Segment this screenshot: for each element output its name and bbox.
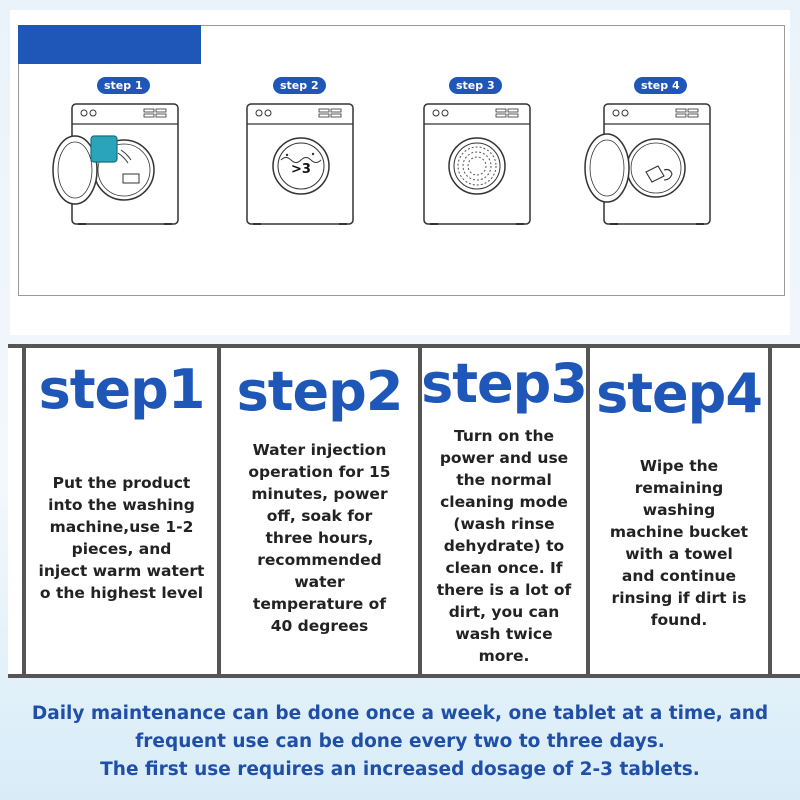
- washing-machine-open-door-tablet-icon: [48, 98, 188, 228]
- table-divider: [217, 344, 221, 678]
- step-1-line: machine,use 1-2: [49, 518, 194, 536]
- step-1-title: step1: [38, 358, 206, 421]
- step-3-line: dirt, you can: [448, 603, 560, 621]
- step-3-line: wash twice: [455, 625, 553, 643]
- step-4-pill: step 4: [634, 77, 687, 94]
- step-1-line: into the washing: [48, 496, 195, 514]
- maintenance-note: Daily maintenance can be done once a wee…: [0, 700, 800, 784]
- step-2-line: recommended: [257, 551, 382, 569]
- step-4-line: rinsing if dirt is: [611, 589, 747, 607]
- maintenance-note-line: frequent use can be done every two to th…: [135, 731, 665, 752]
- step-3-line: power and use: [439, 449, 569, 467]
- step-3-line: there is a lot of: [436, 581, 572, 599]
- washing-machine-spin-icon: [410, 98, 550, 228]
- step-2-line: off, soak for: [266, 507, 373, 525]
- soak-hours-label: >3: [291, 162, 311, 177]
- step-4-line: Wipe the: [639, 457, 719, 475]
- step-1-line: Put the product: [52, 474, 191, 492]
- step-1-text: Put the product into the washing machine…: [30, 472, 213, 604]
- table-divider: [22, 344, 26, 678]
- step-1-cell: step1 Put the product into the washing m…: [26, 348, 217, 674]
- step-4-line: machine bucket: [609, 523, 749, 541]
- step-4-line: washing: [642, 501, 716, 519]
- step-2-text: Water injection operation for 15 minutes…: [225, 439, 414, 637]
- step-4-line: remaining: [634, 479, 724, 497]
- step-3-cell: step3 Turn on the power and use the norm…: [421, 348, 588, 674]
- step-1-line: inject warm watert: [38, 562, 205, 580]
- step-2-pill: step 2: [273, 77, 326, 94]
- step-1-pill: step 1: [97, 77, 150, 94]
- step-3-pill: step 3: [449, 77, 502, 94]
- step-2-line: Water injection: [252, 441, 387, 459]
- maintenance-note-line: The first use requires an increased dosa…: [100, 759, 700, 780]
- step-2-line: water: [294, 573, 345, 591]
- steps-table: [8, 344, 800, 678]
- step-3-title: step3: [421, 352, 588, 415]
- step-2-cell: step2 Water injection operation for 15 m…: [221, 348, 418, 674]
- step-2-line: 40 degrees: [270, 617, 369, 635]
- washing-machine-towel-wipe-icon: [580, 98, 720, 228]
- step-2-line: three hours,: [265, 529, 374, 547]
- step-3-line: (wash rinse: [453, 515, 555, 533]
- step-3-line: cleaning mode: [440, 493, 568, 511]
- step-2-line: minutes, power: [251, 485, 388, 503]
- step-1-line: pieces, and: [71, 540, 172, 558]
- step-2-title: step2: [236, 360, 404, 423]
- header-tab: [18, 25, 201, 64]
- table-divider: [586, 344, 590, 678]
- table-top-border: [8, 344, 800, 348]
- step-4-title: step4: [596, 362, 763, 425]
- step-3-line: Turn on the: [453, 427, 555, 445]
- step-3-line: the normal: [456, 471, 552, 489]
- step-4-line: and continue: [621, 567, 737, 585]
- washing-machine-soak-icon: >3: [235, 98, 375, 228]
- step-3-line: clean once. If: [445, 559, 563, 577]
- step-4-cell: step4 Wipe the remaining washing machine…: [590, 348, 768, 674]
- step-4-line: with a towel: [625, 545, 733, 563]
- step-4-line: found.: [650, 611, 708, 629]
- table-bottom-border: [8, 674, 800, 678]
- step-4-text: Wipe the remaining washing machine bucke…: [590, 455, 768, 631]
- table-divider: [768, 344, 772, 678]
- step-3-line: more.: [478, 647, 530, 665]
- step-1-line: o the highest level: [39, 584, 204, 602]
- step-2-line: temperature of: [252, 595, 387, 613]
- step-3-line: dehydrate) to: [443, 537, 565, 555]
- step-2-line: operation for 15: [248, 463, 391, 481]
- table-divider: [418, 344, 422, 678]
- step-3-text: Turn on the power and use the normal cle…: [422, 425, 586, 667]
- maintenance-note-line: Daily maintenance can be done once a wee…: [31, 703, 769, 724]
